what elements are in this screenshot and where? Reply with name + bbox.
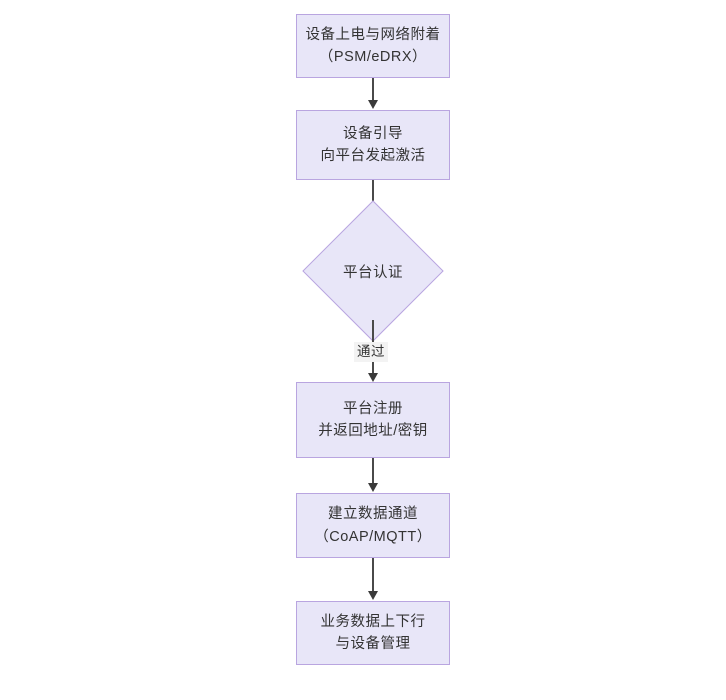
flow-edge-5-arrowhead [368,591,378,600]
flow-edge-4 [372,458,374,485]
flow-edge-1-arrowhead [368,100,378,109]
flow-node-business-data[interactable]: 业务数据上下行 与设备管理 [296,601,450,665]
flow-node-authenticate[interactable]: 平台认证 [302,200,444,342]
flow-node-register[interactable]: 平台注册 并返回地址/密钥 [296,382,450,458]
flow-edge-3-arrowhead [368,373,378,382]
flow-edge-3-label: 通过 [354,342,388,362]
flow-edge-1 [372,78,374,102]
flow-node-bootstrap-line-1: 设备引导 [343,125,403,142]
flow-node-business-data-line-2: 与设备管理 [335,636,411,652]
flow-node-power-on[interactable]: 设备上电与网络附着 （PSM/eDRX） [296,14,450,78]
flow-node-register-line-1: 平台注册 [343,400,403,417]
flow-edge-2 [372,180,374,214]
flow-node-business-data-line-1: 业务数据上下行 [320,613,426,630]
flow-node-register-line-2: 并返回地址/密钥 [318,423,428,439]
flow-node-data-channel-line-1: 建立数据通道 [328,506,418,523]
flow-node-data-channel[interactable]: 建立数据通道 （CoAP/MQTT） [296,493,450,558]
flow-node-power-on-line-1: 设备上电与网络附着 [305,26,441,43]
flow-edge-4-arrowhead [368,483,378,492]
flow-node-data-channel-line-2: （CoAP/MQTT） [314,528,432,545]
flow-edge-5 [372,558,374,593]
flow-node-authenticate-label: 平台认证 [343,264,403,281]
flow-node-bootstrap-line-2: 向平台发起激活 [320,148,426,164]
flow-node-power-on-line-2: （PSM/eDRX） [318,49,428,65]
flow-node-bootstrap[interactable]: 设备引导 向平台发起激活 [296,110,450,180]
